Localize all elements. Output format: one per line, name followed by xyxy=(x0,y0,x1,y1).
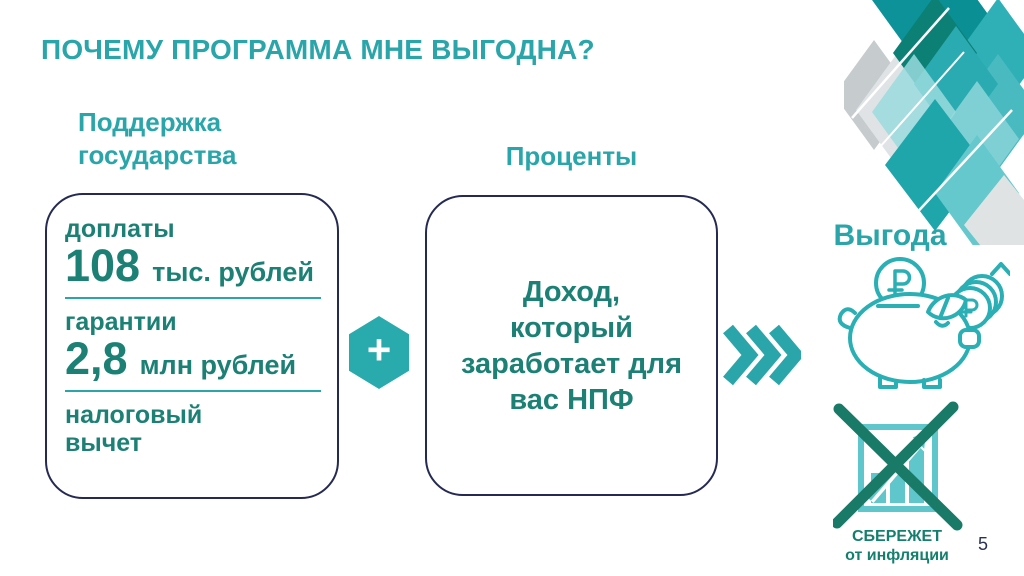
interest-column-label: Проценты xyxy=(505,141,638,171)
supplement-value: 108 xyxy=(65,240,141,291)
support-label-line1: Поддержка xyxy=(78,107,222,137)
support-column-label: Поддержка государства xyxy=(78,106,236,172)
guarantee-caption: гарантии xyxy=(65,308,177,336)
inflation-caption-line1: СБЕРЕЖЕТ xyxy=(852,528,942,545)
guarantee-unit: млн рублей xyxy=(139,350,297,380)
interest-text: Доход, который заработает для вас НПФ xyxy=(461,274,682,418)
interest-card: Доход, который заработает для вас НПФ xyxy=(425,195,718,496)
piggy-bank-ruble-icon xyxy=(837,257,1010,389)
tax-deduction-caption: налоговый вычет xyxy=(65,401,203,457)
page-title: ПОЧЕМУ ПРОГРАММА МНЕ ВЫГОДНА? xyxy=(41,34,595,65)
supplement-value-row: 108 тыс. рублей xyxy=(65,243,323,289)
page-number: 5 xyxy=(978,534,989,554)
crossed-growth-chart-icon xyxy=(833,401,963,531)
divider xyxy=(65,390,321,392)
support-label-line2: государства xyxy=(78,140,237,170)
support-card: доплаты 108 тыс. рублей гарантии 2,8 млн… xyxy=(45,193,339,499)
interest-text-line2: который xyxy=(510,311,633,344)
interest-text-line1: Доход, xyxy=(522,275,621,308)
benefit-label: Выгода xyxy=(833,219,947,252)
inflation-caption: СБЕРЕЖЕТ от инфляции xyxy=(802,527,992,565)
supplement-caption: доплаты xyxy=(65,215,175,243)
inflation-caption-line2: от инфляции xyxy=(845,547,949,564)
guarantee-value-row: 2,8 млн рублей xyxy=(65,336,323,382)
divider xyxy=(65,297,321,299)
plus-sign: + xyxy=(366,326,392,373)
triple-chevron-right-icon xyxy=(723,324,801,386)
interest-text-line4: вас НПФ xyxy=(509,383,634,416)
geometric-diamond-pattern-icon xyxy=(844,0,1024,245)
guarantee-value: 2,8 xyxy=(65,333,128,384)
supplement-unit: тыс. рублей xyxy=(152,257,314,287)
plus-icon: + xyxy=(349,316,409,389)
interest-text-line3: заработает для xyxy=(461,347,682,380)
